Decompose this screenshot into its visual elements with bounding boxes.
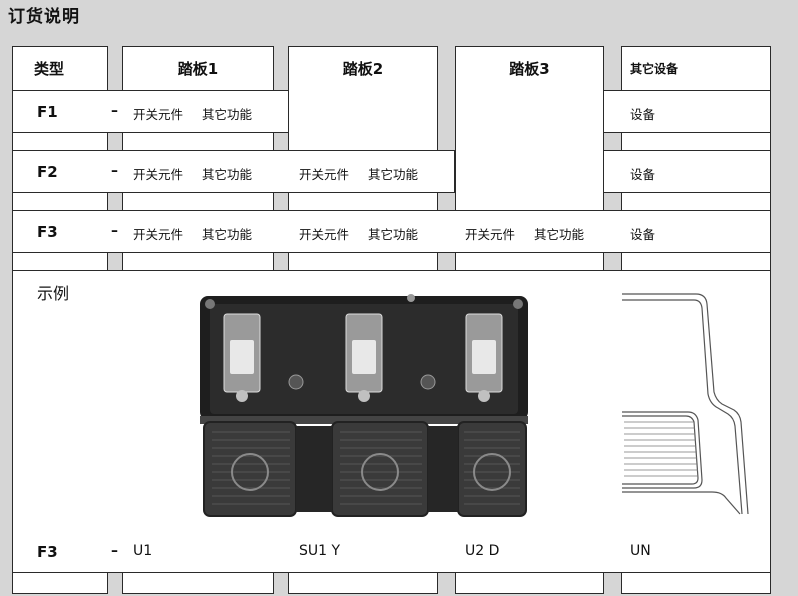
row-f3-band <box>12 210 771 253</box>
row-f2-pedal1-switch: 开关元件 <box>133 167 184 182</box>
row-f2-device: 设备 <box>630 167 656 182</box>
pedal-profile-drawing <box>622 293 749 515</box>
row-f1-pedal1-switch: 开关元件 <box>133 107 184 122</box>
row-f1-band-right <box>603 90 771 133</box>
row-f3-pedal3-switch: 开关元件 <box>465 227 516 242</box>
row-f2-dash: – <box>111 163 118 179</box>
example-pedal2-code: SU1 Y <box>299 543 341 559</box>
row-f3-pedal1-switch: 开关元件 <box>133 227 184 242</box>
row-f1-band-left <box>12 90 289 133</box>
header-other: 其它设备 <box>630 61 679 76</box>
triple-foot-pedal-image <box>200 294 528 517</box>
row-f2-code: F2 <box>37 163 58 181</box>
header-pedal2: 踏板2 <box>342 59 384 78</box>
example-dash: – <box>111 543 118 559</box>
row-f3-pedal2-func: 其它功能 <box>368 227 419 242</box>
header-pedal1: 踏板1 <box>177 59 219 78</box>
page-title: 订货说明 <box>8 7 80 27</box>
example-pedal3-code: U2 D <box>465 543 500 559</box>
example-code: F3 <box>37 543 58 561</box>
row-f2-band-left <box>12 150 455 193</box>
row-f3-pedal3-func: 其它功能 <box>534 227 585 242</box>
header-type: 类型 <box>34 59 65 78</box>
row-f1-pedal2-cover <box>289 91 437 148</box>
row-f3-device: 设备 <box>630 227 656 242</box>
row-f1-code: F1 <box>37 103 58 121</box>
row-f3-pedal2-switch: 开关元件 <box>299 227 350 242</box>
example-pedal1-code: U1 <box>133 543 153 559</box>
row-f2-pedal3-cover <box>456 148 603 208</box>
header-pedal3: 踏板3 <box>509 59 550 78</box>
row-f3-dash: – <box>111 223 118 239</box>
example-label: 示例 <box>37 284 70 303</box>
row-f2-pedal2-switch: 开关元件 <box>299 167 350 182</box>
row-f2-pedal1-func: 其它功能 <box>202 167 253 182</box>
row-f3-pedal1-func: 其它功能 <box>202 227 253 242</box>
row-f1-device: 设备 <box>630 107 656 122</box>
example-other-code: UN <box>630 543 651 559</box>
row-f3-code: F3 <box>37 223 58 241</box>
row-f2-pedal2-func: 其它功能 <box>368 167 419 182</box>
row-f1-dash: – <box>111 103 118 119</box>
row-f1-pedal3-cover <box>456 91 603 148</box>
row-f1-pedal1-func: 其它功能 <box>202 107 253 122</box>
row-f2-band-right <box>603 150 771 193</box>
